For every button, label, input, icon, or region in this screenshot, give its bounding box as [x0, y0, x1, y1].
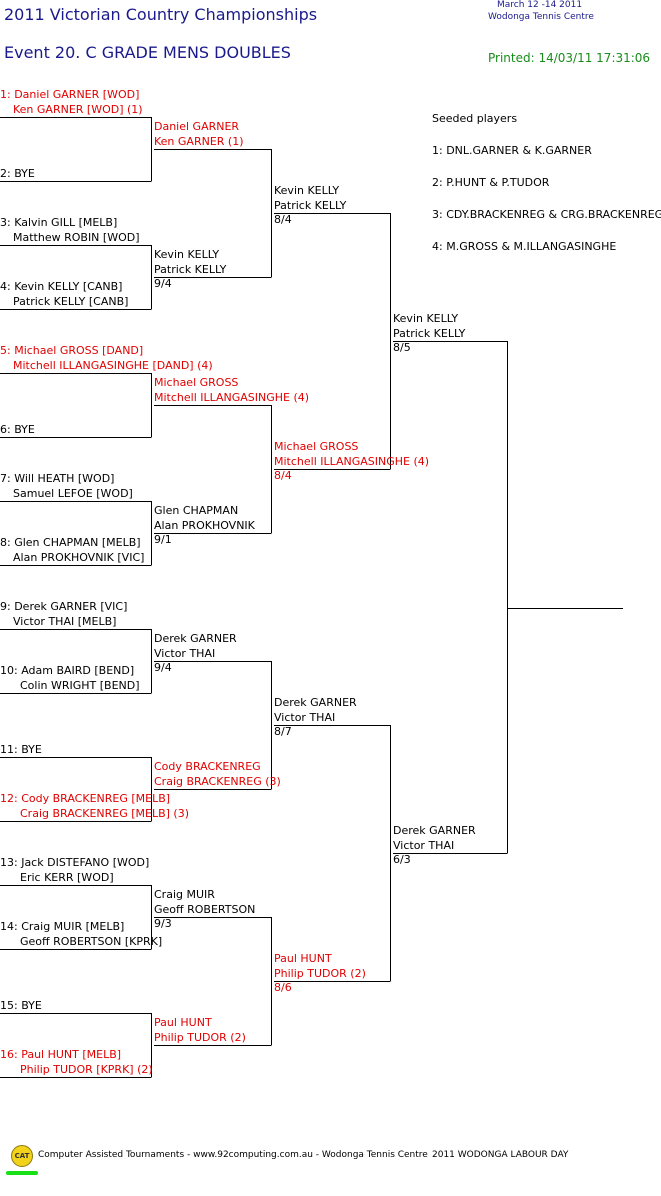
entry-player-2: Alan PROKHOVNIK [VIC] [13, 551, 145, 564]
entry-player-1: 10: Adam BAIRD [BEND] [0, 664, 135, 677]
entry-player-1: Kevin KELLY [274, 184, 340, 197]
entry-player-1: 16: Paul HUNT [MELB] [0, 1048, 122, 1061]
match-score: 8/4 [274, 469, 292, 482]
match-score: 6/3 [393, 853, 411, 866]
entry-player-2: Colin WRIGHT [BEND] [20, 679, 140, 692]
entry-player-1: 8: Glen CHAPMAN [MELB] [0, 536, 141, 549]
entry-player-1: Michael GROSS [274, 440, 359, 453]
tournament-dates: March 12 -14 2011 [497, 0, 583, 10]
entry-player-2: Philip TUDOR (2) [274, 967, 366, 980]
entry-player-2: Patrick KELLY [274, 199, 347, 212]
entry-player-1: 9: Derek GARNER [VIC] [0, 600, 128, 613]
match-score: 8/6 [274, 981, 292, 994]
entry-player-1: Kevin KELLY [393, 312, 459, 325]
match-score: 9/1 [154, 533, 172, 546]
entry-player-1: 12: Cody BRACKENREG [MELB] [0, 792, 171, 805]
entry-player-2: Victor THAI [MELB] [13, 615, 117, 628]
entry-player-2: Victor THAI [274, 711, 336, 724]
seed-item: 2: P.HUNT & P.TUDOR [432, 176, 550, 189]
tournament-title: 2011 Victorian Country Championships [4, 5, 318, 24]
entry-player-1: 13: Jack DISTEFANO [WOD] [0, 856, 150, 869]
entry-player-2: Victor THAI [154, 647, 216, 660]
cat-logo-underline [6, 1171, 38, 1175]
entry-player-2: Philip TUDOR [KPRK] (2) [20, 1063, 153, 1076]
match-score: 8/5 [393, 341, 411, 354]
entry-player-2: Patrick KELLY [CANB] [13, 295, 129, 308]
entry-player-2: Mitchell ILLANGASINGHE (4) [154, 391, 310, 404]
cat-logo-icon: CAT [11, 1145, 33, 1167]
entry-player-1: 11: BYE [0, 743, 42, 756]
entry-player-2: Alan PROKHOVNIK [154, 519, 255, 532]
entry-player-1: Michael GROSS [154, 376, 239, 389]
entry-player-2: Mitchell ILLANGASINGHE [DAND] (4) [13, 359, 213, 372]
entry-player-1: Paul HUNT [274, 952, 332, 965]
seed-item: 1: DNL.GARNER & K.GARNER [432, 144, 592, 157]
entry-player-2: Ken GARNER [WOD] (1) [13, 103, 143, 116]
match-score: 9/4 [154, 661, 172, 674]
entry-player-1: Craig MUIR [154, 888, 215, 901]
entry-player-1: 1: Daniel GARNER [WOD] [0, 88, 140, 101]
entry-player-1: 14: Craig MUIR [MELB] [0, 920, 125, 933]
match-score: 9/3 [154, 917, 172, 930]
entry-player-1: 5: Michael GROSS [DAND] [0, 344, 144, 357]
entry-player-1: Cody BRACKENREG [154, 760, 261, 773]
entry-player-2: Victor THAI [393, 839, 455, 852]
entry-player-1: Daniel GARNER [154, 120, 240, 133]
entry-player-1: Derek GARNER [154, 632, 237, 645]
entry-player-1: Derek GARNER [274, 696, 357, 709]
entry-player-2: Patrick KELLY [154, 263, 227, 276]
entry-player-2: Samuel LEFOE [WOD] [13, 487, 133, 500]
entry-player-2: Craig BRACKENREG [MELB] (3) [20, 807, 190, 820]
entry-player-1: 15: BYE [0, 999, 42, 1012]
seed-item: 3: CDY.BRACKENREG & CRG.BRACKENREG [432, 208, 661, 221]
entry-player-2: Ken GARNER (1) [154, 135, 244, 148]
match-score: 8/4 [274, 213, 292, 226]
seed-item: 4: M.GROSS & M.ILLANGASINGHE [432, 240, 617, 253]
entry-player-2: Matthew ROBIN [WOD] [13, 231, 140, 244]
entry-player-2: Craig BRACKENREG (3) [154, 775, 281, 788]
entry-player-2: Geoff ROBERTSON [154, 903, 256, 916]
entry-player-1: Kevin KELLY [154, 248, 220, 261]
entry-player-1: Paul HUNT [154, 1016, 212, 1029]
footer-credit: Computer Assisted Tournaments - www.92co… [38, 1150, 428, 1160]
seeded-players-heading: Seeded players [432, 112, 518, 125]
match-score: 9/4 [154, 277, 172, 290]
entry-player-1: 7: Will HEATH [WOD] [0, 472, 115, 485]
entry-player-2: Mitchell ILLANGASINGHE (4) [274, 455, 430, 468]
entry-player-2: Geoff ROBERTSON [KPRK] [20, 935, 163, 948]
entry-player-1: 6: BYE [0, 423, 35, 436]
entry-player-1: Derek GARNER [393, 824, 476, 837]
entry-player-1: Glen CHAPMAN [154, 504, 239, 517]
entry-player-1: 4: Kevin KELLY [CANB] [0, 280, 123, 293]
entry-player-2: Eric KERR [WOD] [20, 871, 114, 884]
entry-player-2: Patrick KELLY [393, 327, 466, 340]
entry-player-2: Philip TUDOR (2) [154, 1031, 246, 1044]
match-score: 8/7 [274, 725, 292, 738]
footer-event: 2011 WODONGA LABOUR DAY [432, 1150, 569, 1160]
printed-timestamp: Printed: 14/03/11 17:31:06 [488, 51, 651, 65]
event-title: Event 20. C GRADE MENS DOUBLES [4, 43, 291, 62]
entry-player-1: 3: Kalvin GILL [MELB] [0, 216, 118, 229]
tournament-venue: Wodonga Tennis Centre [488, 12, 594, 22]
entry-player-1: 2: BYE [0, 167, 35, 180]
